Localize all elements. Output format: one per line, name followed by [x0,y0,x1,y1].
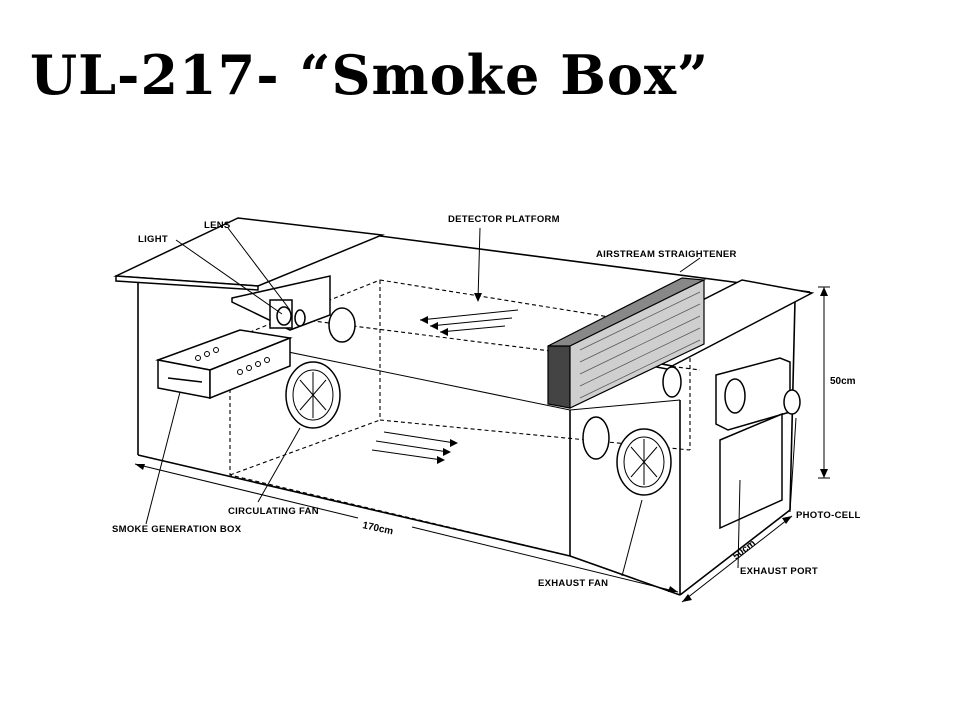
box-outline [137,235,811,596]
airflow-arrows-bottom [371,431,458,464]
label-exhaust-port: EXHAUST PORT [740,566,818,577]
label-exhaust-fan: EXHAUST FAN [538,578,608,589]
label-smoke-generation-box: SMOKE GENERATION BOX [112,524,242,535]
page-title: UL-217- “Smoke Box” [30,43,710,107]
dimension-height: 50cm [830,376,856,387]
light-housing [231,275,356,343]
label-airstream-straightener: AIRSTREAM STRAIGHTENER [596,249,737,260]
circulating-fan-icon [285,361,341,429]
airstream-straightener [547,277,707,409]
leader-lines [145,227,797,577]
exhaust-fan-icon [616,428,672,496]
exhaust-compartment [715,357,801,530]
label-light: LIGHT [138,234,168,245]
dimension-depth: 50cm [731,538,758,562]
label-lens: LENS [204,220,231,231]
label-photo-cell: PHOTO-CELL [796,510,861,521]
smoke-generation-box [155,329,293,400]
dimension-length: 170cm [361,520,394,537]
label-detector-platform: DETECTOR PLATFORM [448,214,560,225]
openings [582,366,682,460]
left-lid [113,217,385,291]
airflow-arrows-top [419,309,519,336]
dimension-lines [134,286,830,603]
label-circulating-fan: CIRCULATING FAN [228,506,319,517]
